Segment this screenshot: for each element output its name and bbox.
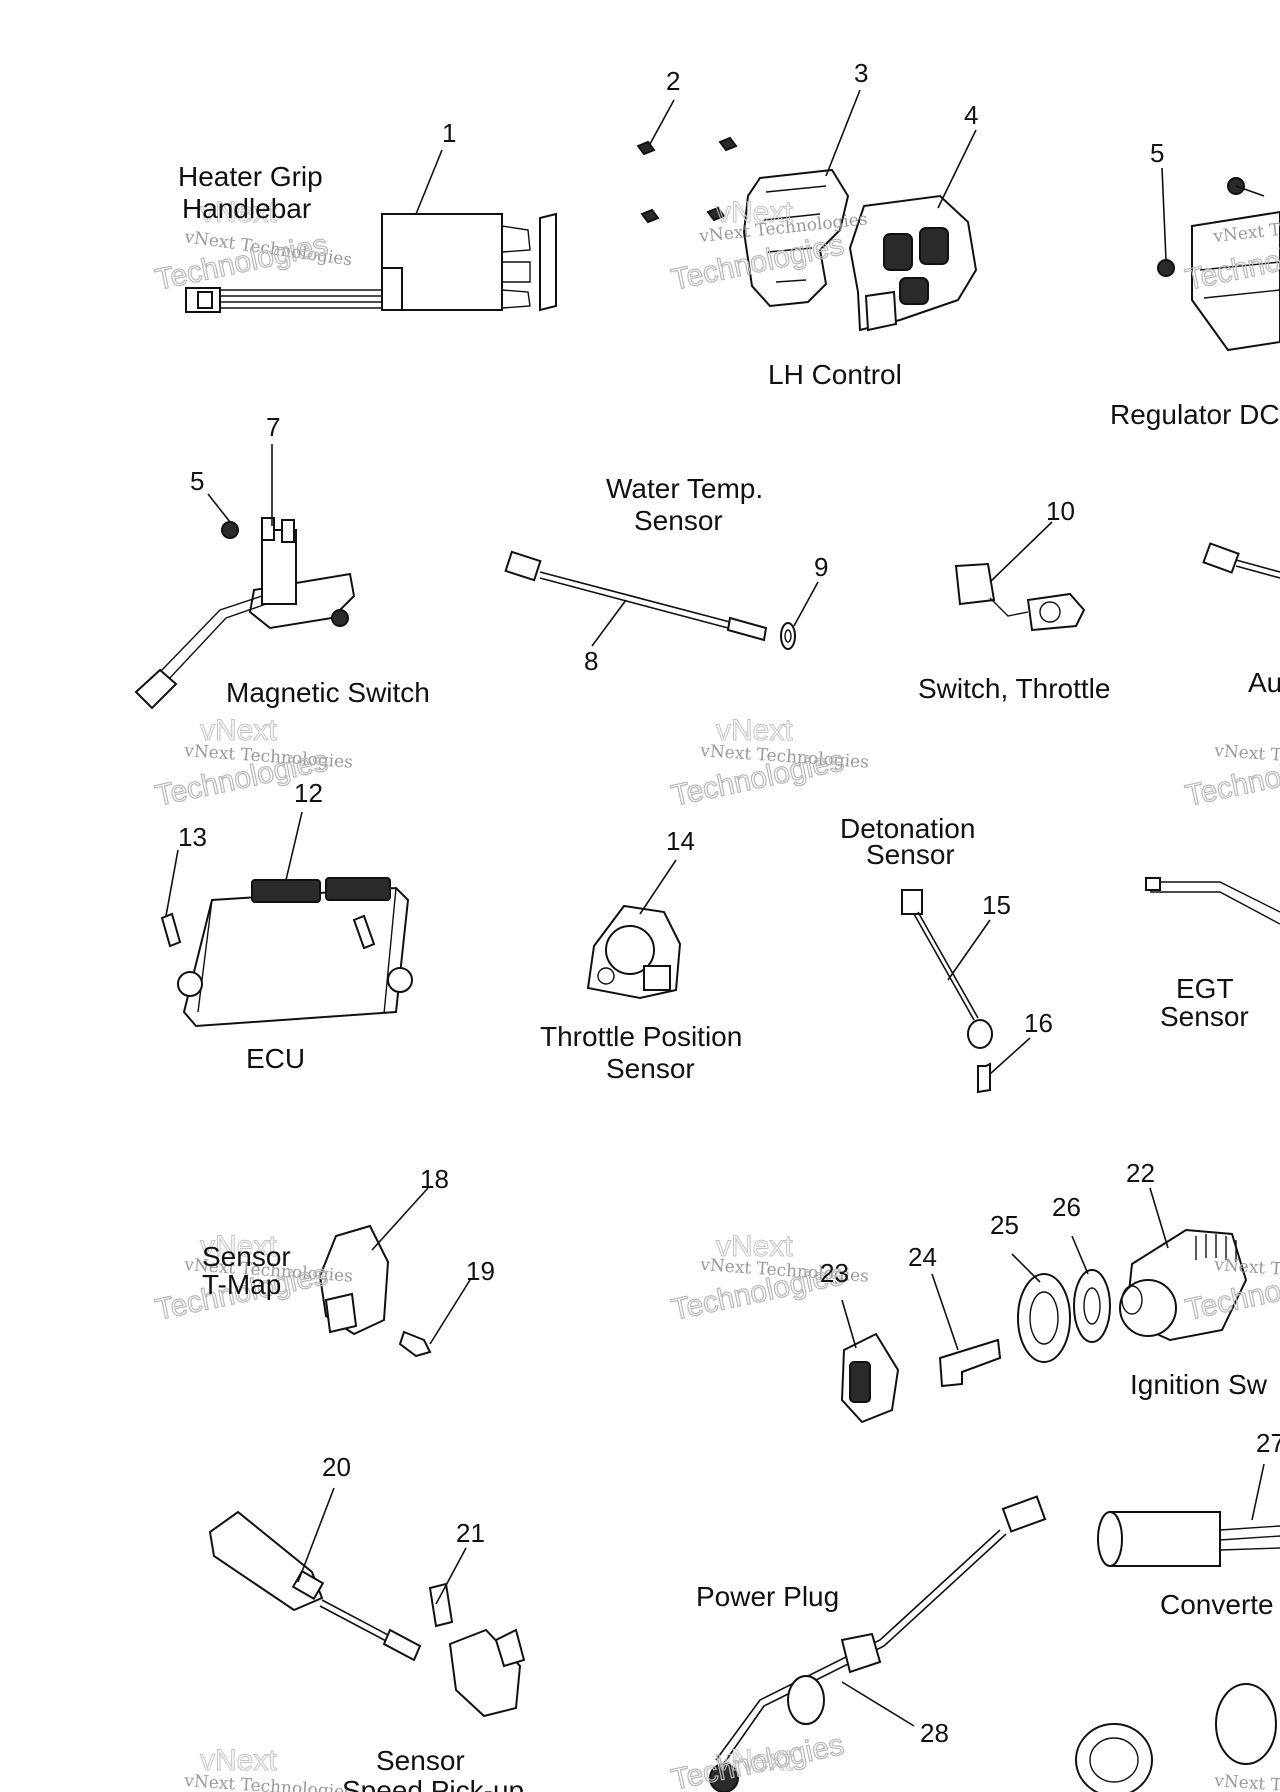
callout-24: 24 xyxy=(908,1242,937,1272)
throttle-switch-part xyxy=(954,562,1086,632)
label-magnetic-switch: Magnetic Switch xyxy=(226,677,430,708)
lh-control-housing-part xyxy=(742,168,850,308)
watermark-vnext: vNext xyxy=(200,1744,277,1777)
watermark-vnext: vNext xyxy=(716,196,793,229)
throttle-position-sensor-part xyxy=(586,904,682,1000)
detonation-sensor-part xyxy=(901,889,993,1094)
callout-18: 18 xyxy=(420,1164,449,1194)
callout-15: 15 xyxy=(982,890,1011,920)
callout-12: 12 xyxy=(294,778,323,808)
label-au: Au xyxy=(1248,667,1280,698)
callout-23: 23 xyxy=(820,1258,849,1288)
callout-2: 2 xyxy=(666,66,680,96)
callout-5-second: 5 xyxy=(190,466,204,496)
lh-control-switch-part xyxy=(848,194,978,332)
label-tmap: T-Map xyxy=(202,1269,281,1300)
label-switch-throttle: Switch, Throttle xyxy=(918,673,1110,704)
label-throttle-position-sensor: Sensor xyxy=(606,1053,695,1084)
tmap-sensor-part xyxy=(318,1224,432,1358)
callout-28: 28 xyxy=(920,1718,949,1748)
label-converter: Converte xyxy=(1160,1589,1274,1620)
callout-14: 14 xyxy=(666,826,695,856)
label-power-plug: Power Plug xyxy=(696,1581,839,1612)
callout-1: 1 xyxy=(442,118,456,148)
watermark-vnext: vNext xyxy=(716,714,793,747)
magnetic-switch-part xyxy=(134,517,356,710)
callout-5: 5 xyxy=(1150,138,1164,168)
label-speed-pickup: Speed Pick-up xyxy=(342,1775,524,1792)
callout-3: 3 xyxy=(854,58,868,88)
screw-set-part xyxy=(636,136,738,224)
label-egt: EGT xyxy=(1176,973,1234,1004)
label-regulator: Regulator DC xyxy=(1110,399,1280,430)
label-tmap-sensor: Sensor xyxy=(202,1241,291,1272)
callout-9: 9 xyxy=(814,552,828,582)
label-detonation: Detonation xyxy=(840,813,975,844)
label-water-temp-sensor: Sensor xyxy=(634,505,723,536)
ignition-switch-part xyxy=(840,1228,1248,1424)
watermark-vnext: vNext xyxy=(200,196,277,229)
water-temp-sensor-part xyxy=(504,550,796,650)
callout-19: 19 xyxy=(466,1256,495,1286)
leader-lines xyxy=(165,89,1265,1727)
speed-pickup-sensor-part xyxy=(208,1510,526,1718)
callout-13: 13 xyxy=(178,822,207,852)
callout-numbers: 1 2 3 4 5 7 5 8 9 10 12 13 14 15 16 18 1… xyxy=(178,58,1280,1748)
callout-21: 21 xyxy=(456,1518,485,1548)
label-ecu: ECU xyxy=(246,1043,305,1074)
label-water-temp: Water Temp. xyxy=(606,473,763,504)
callout-7: 7 xyxy=(266,412,280,442)
egt-sensor-part xyxy=(1145,877,1280,925)
label-heater-grip: Heater Grip xyxy=(178,161,323,192)
regulator-dc-part xyxy=(1157,177,1280,352)
label-lh-control: LH Control xyxy=(768,359,902,390)
callout-25: 25 xyxy=(990,1210,1019,1240)
power-plug-part xyxy=(709,1495,1047,1792)
au-part xyxy=(1202,542,1280,579)
callout-22: 22 xyxy=(1126,1158,1155,1188)
watermark-vnext: vNext xyxy=(716,1230,793,1263)
label-handlebar: Handlebar xyxy=(182,193,311,224)
watermark-vnext: vNext xyxy=(200,714,277,747)
label-speed-sensor: Sensor xyxy=(376,1745,465,1776)
callout-10: 10 xyxy=(1046,496,1075,526)
callout-20: 20 xyxy=(322,1452,351,1482)
callout-16: 16 xyxy=(1024,1008,1053,1038)
watermark-vnext: vNext xyxy=(716,1744,793,1777)
watermark-technologies: Technologies xyxy=(669,1728,847,1792)
label-detonation-sensor: Sensor xyxy=(866,839,955,870)
label-egt-sensor: Sensor xyxy=(1160,1001,1249,1032)
heater-grip-harness-part xyxy=(185,212,557,313)
converter-part xyxy=(1097,1511,1280,1567)
callout-27: 27 xyxy=(1256,1428,1280,1458)
callout-4: 4 xyxy=(964,100,978,130)
callout-26: 26 xyxy=(1052,1192,1081,1222)
callout-8: 8 xyxy=(584,646,598,676)
label-ignition-switch: Ignition Sw xyxy=(1130,1369,1268,1400)
label-throttle-position: Throttle Position xyxy=(540,1021,742,1052)
group-labels: Heater Grip Handlebar LH Control Regulat… xyxy=(178,161,1280,1792)
ecu-part xyxy=(160,877,413,1028)
watermark-vnext: vNext xyxy=(200,1230,277,1263)
power-socket-part xyxy=(1075,1683,1277,1792)
watermark-text: vNext Technologies xyxy=(1213,1771,1280,1792)
